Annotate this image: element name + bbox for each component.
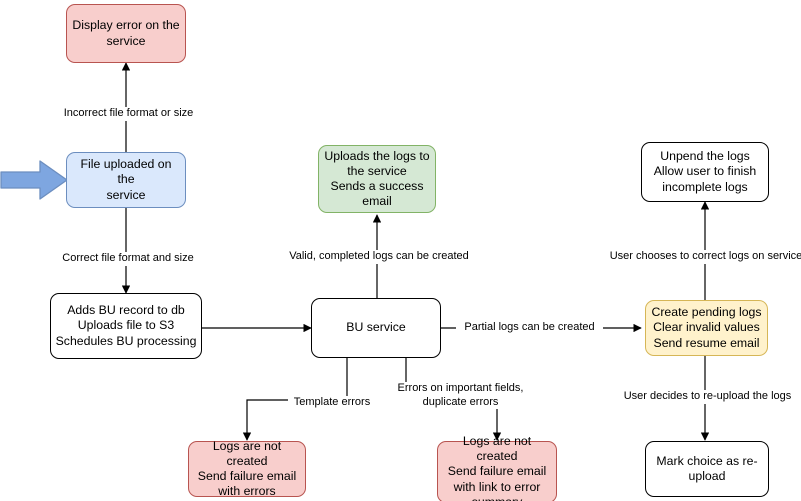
node-logs-not-created-errors[interactable]: Logs are not created Send failure email … [188,439,306,498]
edge-label-important-fields: Errors on important fields, duplicate er… [392,382,529,409]
node-unpend-logs[interactable]: Unpend the logs Allow user to finish inc… [641,142,769,202]
edge-label-user-reuploads: User decides to re-upload the logs [617,390,798,404]
edge-label-partial-logs: Partial logs can be created [456,321,603,335]
edge-label-correct-format: Correct file format and size [57,252,199,266]
edge-label-user-corrects: User chooses to correct logs on service [606,250,801,264]
node-adds-bu-record[interactable]: Adds BU record to db Uploads file to S3 … [50,293,202,359]
node-bu-service[interactable]: BU service [311,298,441,358]
node-mark-choice[interactable]: Mark choice as re- upload [645,441,769,497]
node-file-uploaded[interactable]: File uploaded on the service [66,152,186,208]
node-create-pending-logs[interactable]: Create pending logs Clear invalid values… [645,300,768,356]
entry-block-arrow [0,160,68,200]
node-display-error[interactable]: Display error on the service [66,4,186,63]
edge-label-incorrect-format: Incorrect file format or size [57,107,200,121]
edge-label-valid-logs: Valid, completed logs can be created [283,250,475,264]
node-uploads-logs[interactable]: Uploads the logs to the service Sends a … [318,145,436,213]
node-logs-not-created-summary[interactable]: Logs are not created Send failure email … [437,434,557,501]
edge-label-template-errors: Template errors [288,396,376,410]
